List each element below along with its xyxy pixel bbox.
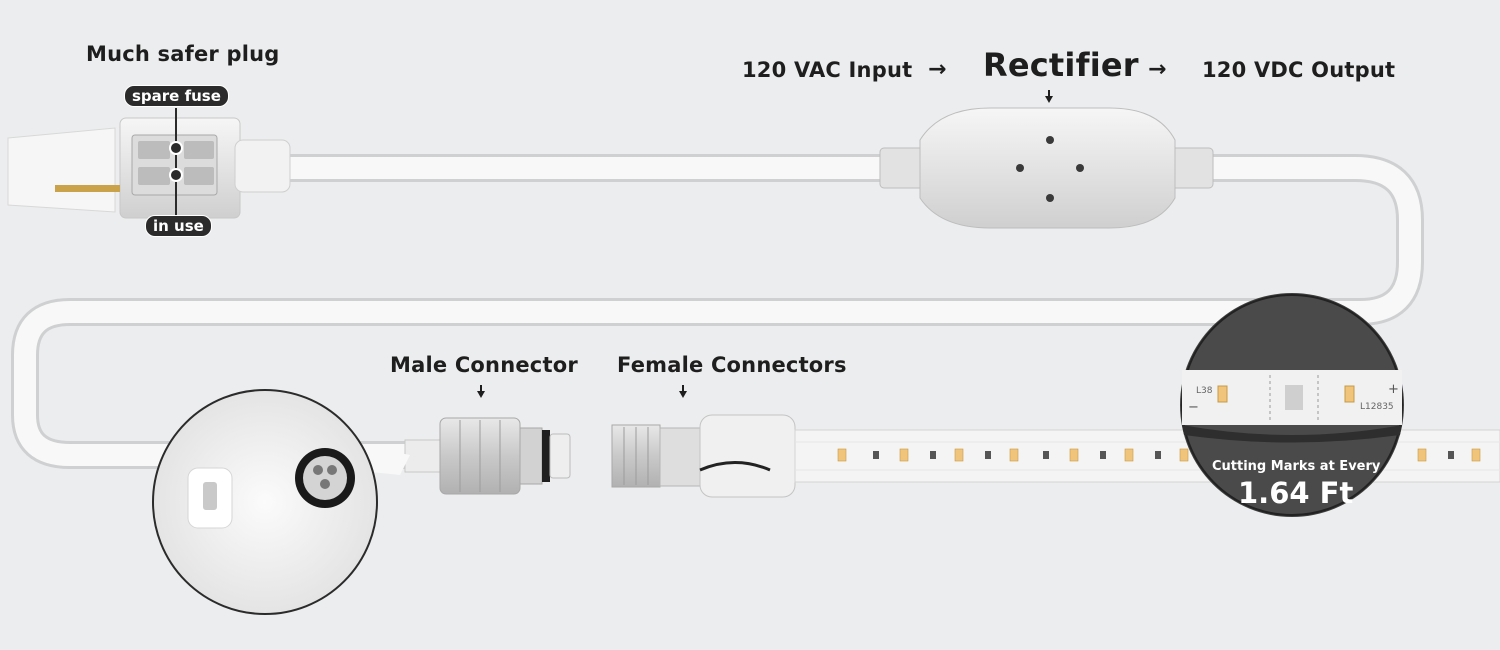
strip-label-l38: L38 <box>1196 386 1213 396</box>
male-pointer-stem <box>480 385 482 391</box>
male-connector-body <box>404 417 571 495</box>
cutting-magnifier <box>1180 293 1404 517</box>
plug-body <box>7 108 291 219</box>
cutting-marks-caption: Cutting Marks at Every <box>1212 459 1381 474</box>
rectifier-body <box>879 107 1214 229</box>
female-connector-body <box>611 414 796 498</box>
input-label: 120 VAC Input <box>742 58 913 82</box>
rectifier-title: Rectifier <box>983 46 1139 84</box>
in-use-label: in use <box>145 215 212 237</box>
female-pointer-icon <box>679 391 687 398</box>
output-arrow: → <box>1148 57 1167 82</box>
female-connectors-label: Female Connectors <box>617 353 847 377</box>
power-cable <box>10 154 1424 469</box>
output-label: 120 VDC Output <box>1202 58 1396 82</box>
strip-plus: + <box>1388 382 1399 397</box>
led-chips <box>837 448 1481 462</box>
strip-minus: − <box>1188 400 1199 415</box>
resistor-chips <box>873 451 1454 459</box>
rectifier-pointer-stem <box>1048 90 1050 96</box>
input-arrow: → <box>928 57 947 82</box>
spare-fuse-label: spare fuse <box>124 85 229 107</box>
strip-label-l12835: L12835 <box>1360 402 1394 412</box>
male-connector-label: Male Connector <box>390 353 578 377</box>
female-pointer-stem <box>682 385 684 391</box>
rectifier-pointer-icon <box>1045 96 1053 103</box>
connector-magnifier <box>152 389 410 615</box>
cutting-interval: 1.64 Ft <box>1238 476 1354 510</box>
plug-title: Much safer plug <box>86 42 280 66</box>
male-pointer-icon <box>477 391 485 398</box>
